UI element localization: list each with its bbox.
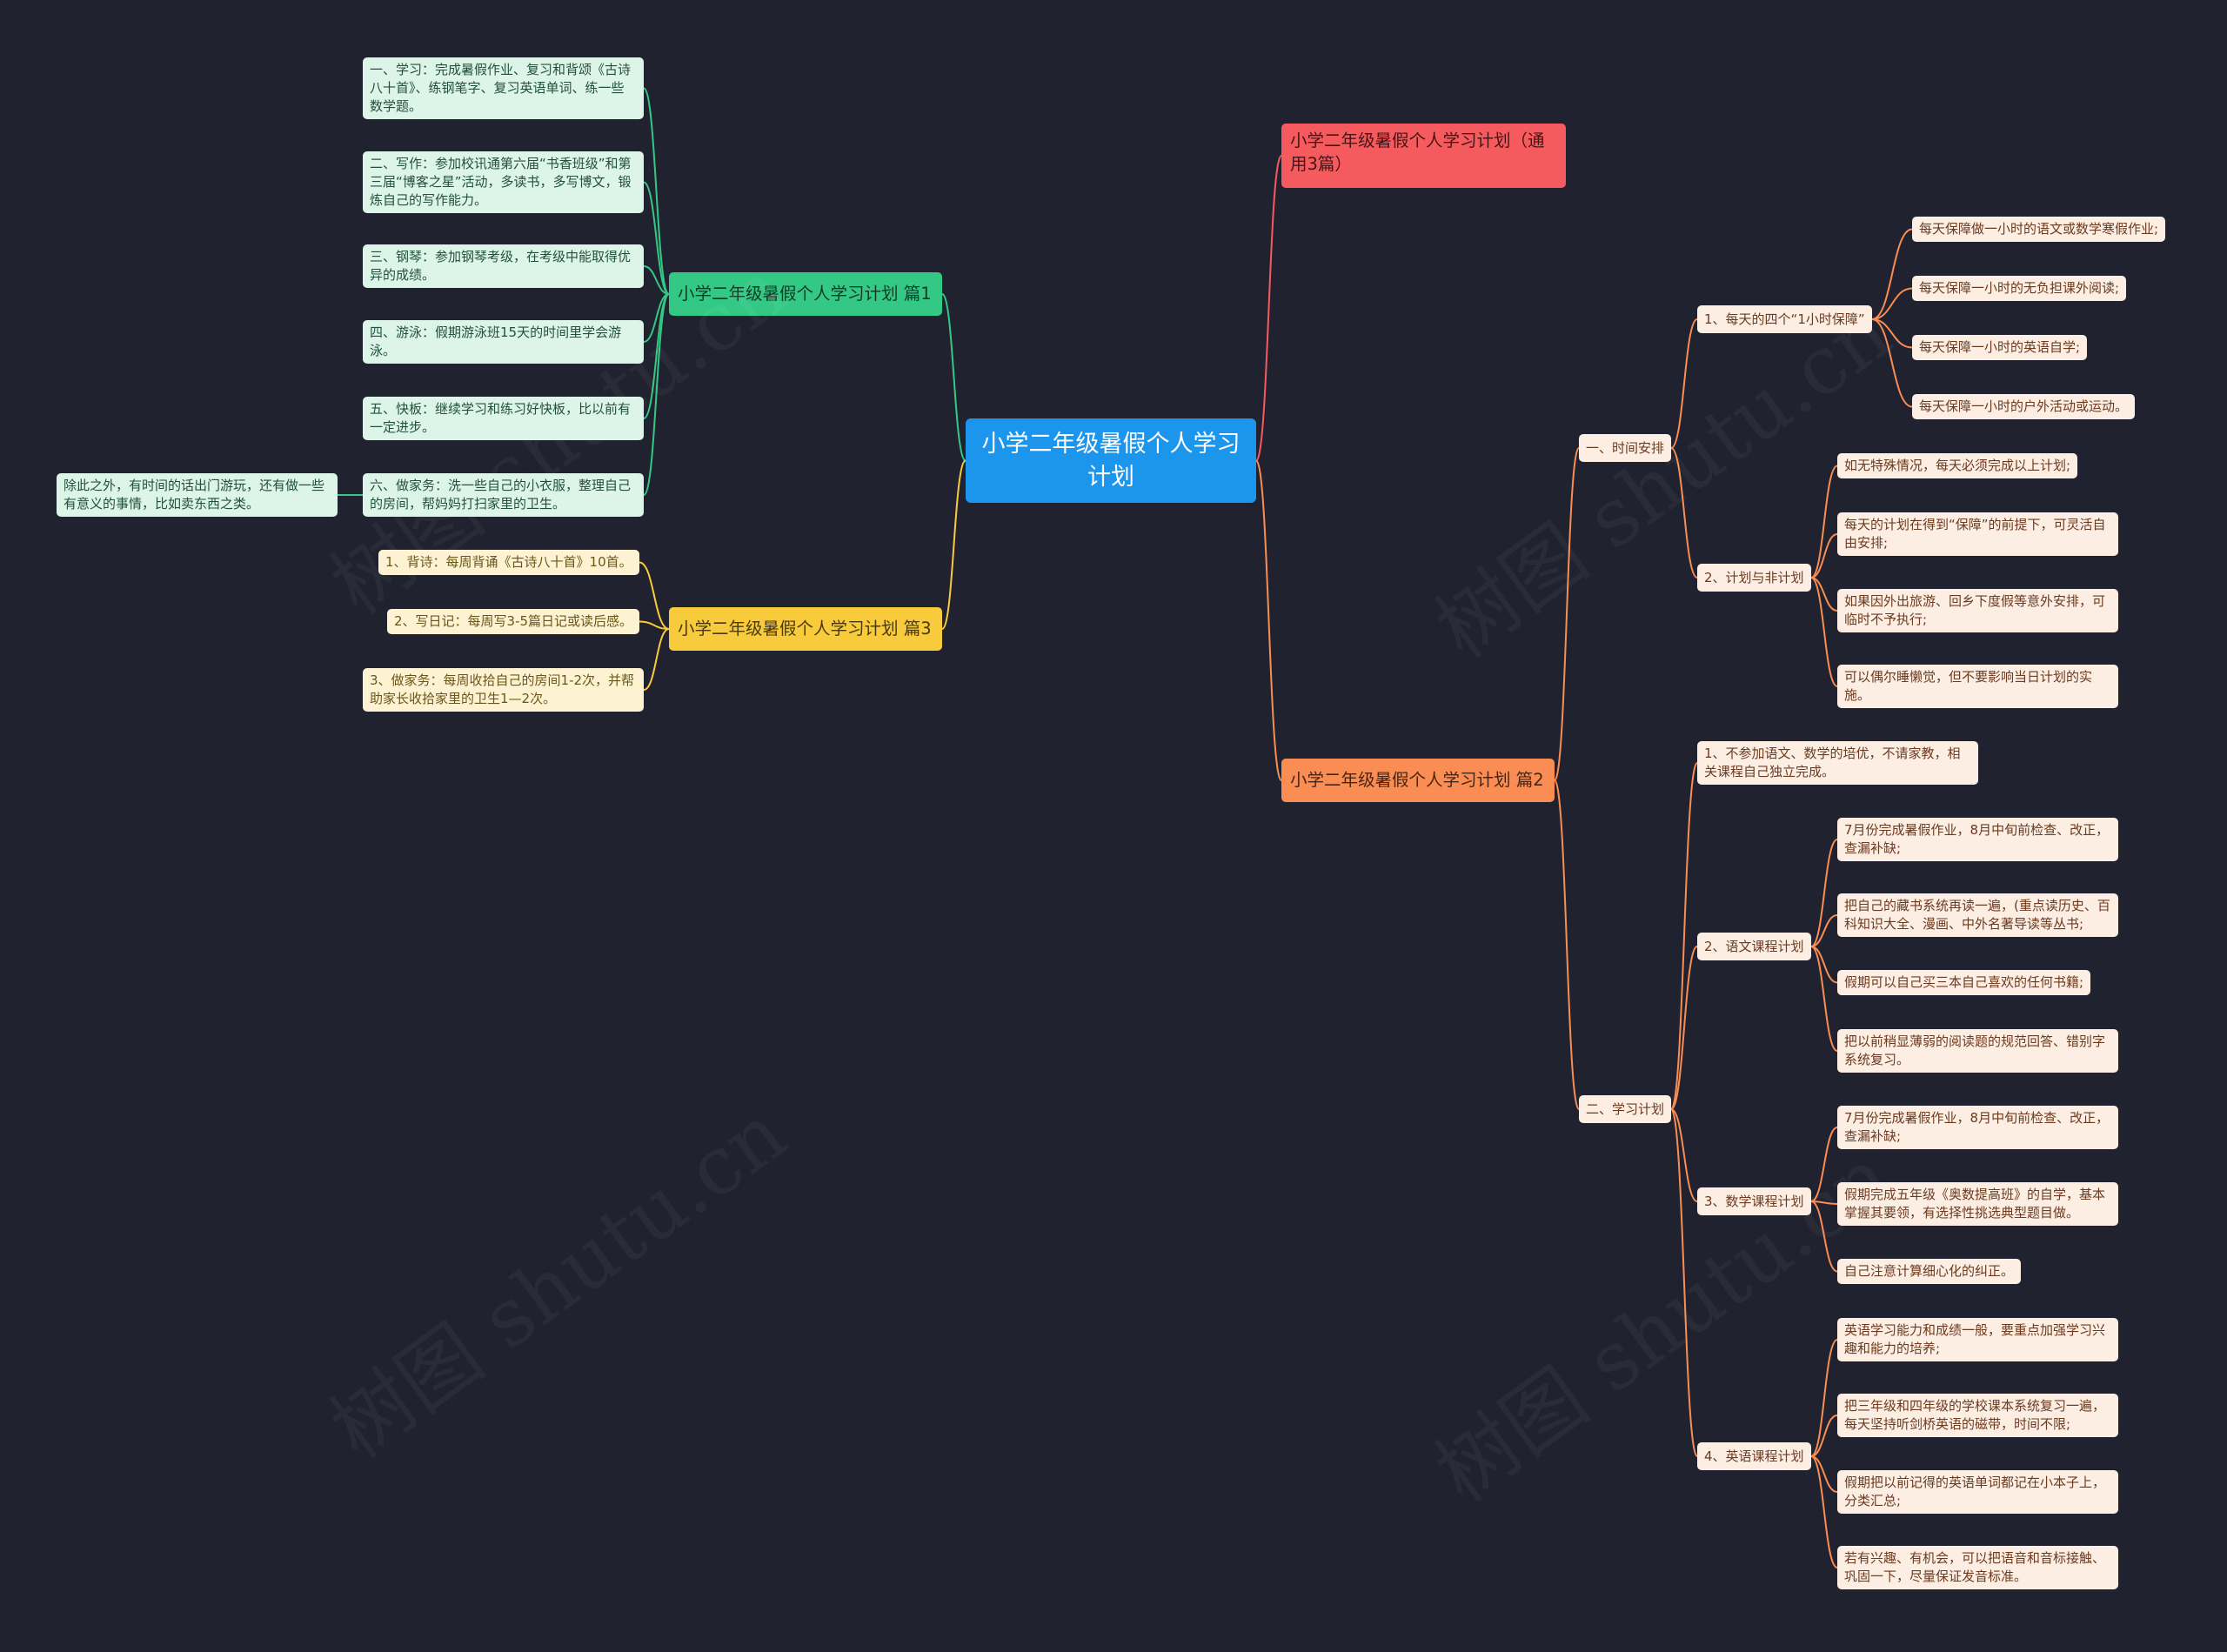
- connector-root-red: [1255, 155, 1282, 462]
- leaf-english-1[interactable]: 英语学习能力和成绩一般，要重点加强学习兴趣和能力的培养;: [1837, 1318, 2118, 1361]
- connector-root-green: [941, 293, 966, 462]
- connector-plan-leaf: [1810, 533, 1838, 579]
- leaf-chinese-4[interactable]: 把以前稍显薄弱的阅读题的规范回答、错别字系统复习。: [1837, 1029, 2118, 1073]
- connector-yellow-leaf: [639, 620, 670, 630]
- connector-daily-leaf: [1871, 318, 1913, 349]
- topic-math-plan[interactable]: 3、数学课程计划: [1697, 1187, 1811, 1215]
- leaf-math-2[interactable]: 假期完成五年级《奥数提高班》的自学，基本掌握其要领，有选择性挑选典型题目做。: [1837, 1182, 2118, 1226]
- connector-daily-leaf: [1871, 287, 1913, 320]
- leaf-chinese-2[interactable]: 把自己的藏书系统再读一遍，(重点读历史、百科知识大全、漫画、中外名著导读等丛书;: [1837, 893, 2118, 937]
- connector-english-leaf: [1810, 1339, 1838, 1457]
- connector-study-child: [1670, 946, 1698, 1110]
- leaf-english-3[interactable]: 假期把以前记得的英语单词都记在小本子上，分类汇总;: [1837, 1470, 2118, 1514]
- leaf-part3-diary[interactable]: 2、写日记：每周写3-5篇日记或读后感。: [387, 609, 640, 634]
- leaf-study-1[interactable]: 1、不参加语文、数学的培优，不请家教，相关课程自己独立完成。: [1697, 741, 1978, 785]
- leaf-plan-4[interactable]: 可以偶尔睡懒觉，但不要影响当日计划的实施。: [1837, 665, 2118, 708]
- connector-plan-leaf: [1810, 577, 1838, 612]
- leaf-part1-swimming[interactable]: 四、游泳：假期游泳班15天的时间里学会游泳。: [363, 320, 644, 364]
- leaf-plan-2[interactable]: 每天的计划在得到“保障”的前提下，可灵活自由安排;: [1837, 512, 2118, 556]
- connector-english-leaf: [1810, 1455, 1838, 1493]
- leaf-daily-1[interactable]: 每天保障做一小时的语文或数学寒假作业;: [1912, 217, 2166, 242]
- connector-math-leaf: [1810, 1201, 1838, 1205]
- connector-plan-leaf: [1810, 577, 1838, 687]
- leaf-part1-kuaiban[interactable]: 五、快板：继续学习和练习好快板，比以前有一定进步。: [363, 397, 644, 440]
- connector-english-leaf: [1810, 1455, 1838, 1568]
- connector-english-leaf: [1810, 1415, 1838, 1457]
- leaf-part1-study[interactable]: 一、学习：完成暑假作业、复习和背颂《古诗八十首》、练钢笔字、复习英语单词、练一些…: [363, 57, 644, 119]
- connector-daily-leaf: [1871, 318, 1913, 408]
- connector-study-child: [1670, 1108, 1698, 1202]
- branch-title-part3[interactable]: 小学二年级暑假个人学习计划 篇3: [669, 607, 942, 651]
- connector-orange-time: [1554, 447, 1580, 781]
- connector-chinese-leaf: [1810, 914, 1838, 947]
- connector-root-yellow: [941, 459, 966, 630]
- connector-yellow-leaf: [643, 628, 670, 691]
- connector-orange-study: [1554, 779, 1580, 1110]
- connector-green-leaf: [643, 293, 670, 343]
- leaf-daily-2[interactable]: 每天保障一小时的无负担课外阅读;: [1912, 276, 2127, 301]
- topic-daily-guarantee[interactable]: 1、每天的四个“1小时保障”: [1697, 305, 1872, 333]
- connector-green-leaf: [643, 87, 670, 295]
- leaf-daily-4[interactable]: 每天保障一小时的户外活动或运动。: [1912, 394, 2136, 419]
- connector-study-child: [1670, 762, 1698, 1110]
- connector-chinese-leaf: [1810, 946, 1838, 984]
- connector-plan-leaf: [1810, 465, 1838, 579]
- leaf-part1-writing[interactable]: 二、写作：参加校讯通第六届“书香班级”和第三届“博客之星”活动，多读书，多写博文…: [363, 151, 644, 213]
- leaf-part3-housework[interactable]: 3、做家务：每周收拾自己的房间1-2次，并帮助家长收拾家里的卫生1—2次。: [363, 668, 644, 712]
- topic-plan-nonplan[interactable]: 2、计划与非计划: [1697, 564, 1811, 592]
- root-topic[interactable]: 小学二年级暑假个人学习计划: [966, 418, 1256, 503]
- topic-chinese-plan[interactable]: 2、语文课程计划: [1697, 933, 1811, 960]
- topic-time-schedule[interactable]: 一、时间安排: [1579, 434, 1672, 462]
- leaf-math-3[interactable]: 自己注意计算细心化的纠正。: [1837, 1259, 2022, 1284]
- branch-title-general[interactable]: 小学二年级暑假个人学习计划（通用3篇）: [1281, 124, 1566, 188]
- connector-time-daily: [1670, 318, 1698, 449]
- leaf-english-4[interactable]: 若有兴趣、有机会，可以把语音和音标接触、巩固一下，尽量保证发音标准。: [1837, 1546, 2118, 1589]
- connector-math-leaf: [1810, 1127, 1838, 1202]
- connector-green-leaf: [643, 181, 670, 295]
- connector-chinese-leaf: [1810, 946, 1838, 1052]
- connector-study-child: [1670, 1108, 1698, 1457]
- leaf-part3-poetry[interactable]: 1、背诗：每周背诵《古诗八十首》10首。: [378, 550, 639, 575]
- branch-title-part2[interactable]: 小学二年级暑假个人学习计划 篇2: [1281, 759, 1555, 802]
- leaf-english-2[interactable]: 把三年级和四年级的学校课本系统复习一遍，每天坚持听剑桥英语的磁带，时间不限;: [1837, 1394, 2118, 1437]
- leaf-chinese-1[interactable]: 7月份完成暑假作业，8月中旬前检查、改正，查漏补缺;: [1837, 818, 2118, 861]
- leaf-part1-piano[interactable]: 三、钢琴：参加钢琴考级，在考级中能取得优异的成绩。: [363, 244, 644, 288]
- connector-daily-leaf: [1871, 228, 1913, 320]
- leaf-math-1[interactable]: 7月份完成暑假作业，8月中旬前检查、改正，查漏补缺;: [1837, 1106, 2118, 1149]
- connector-root-orange: [1255, 459, 1282, 781]
- connector-green-leaf: [643, 293, 670, 496]
- leaf-part1-extra[interactable]: 除此之外，有时间的话出门游玩，还有做一些有意义的事情，比如卖东西之类。: [57, 473, 338, 517]
- connector-time-plan: [1670, 447, 1698, 579]
- leaf-part1-housework[interactable]: 六、做家务：洗一些自己的小衣服，整理自己的房间，帮妈妈打扫家里的卫生。: [363, 473, 644, 517]
- connector-chinese-leaf: [1810, 839, 1838, 947]
- topic-study-plan[interactable]: 二、学习计划: [1579, 1095, 1672, 1123]
- connector-yellow-leaf: [639, 561, 670, 630]
- connector-math-leaf: [1810, 1201, 1838, 1273]
- branch-title-part1[interactable]: 小学二年级暑假个人学习计划 篇1: [669, 272, 942, 316]
- topic-english-plan[interactable]: 4、英语课程计划: [1697, 1442, 1811, 1470]
- leaf-daily-3[interactable]: 每天保障一小时的英语自学;: [1912, 335, 2088, 360]
- connector-green-leaf: [643, 265, 670, 295]
- leaf-chinese-3[interactable]: 假期可以自己买三本自己喜欢的任何书籍;: [1837, 970, 2091, 995]
- leaf-plan-3[interactable]: 如果因外出旅游、回乡下度假等意外安排，可临时不予执行;: [1837, 589, 2118, 632]
- leaf-plan-1[interactable]: 如无特殊情况，每天必须完成以上计划;: [1837, 453, 2078, 478]
